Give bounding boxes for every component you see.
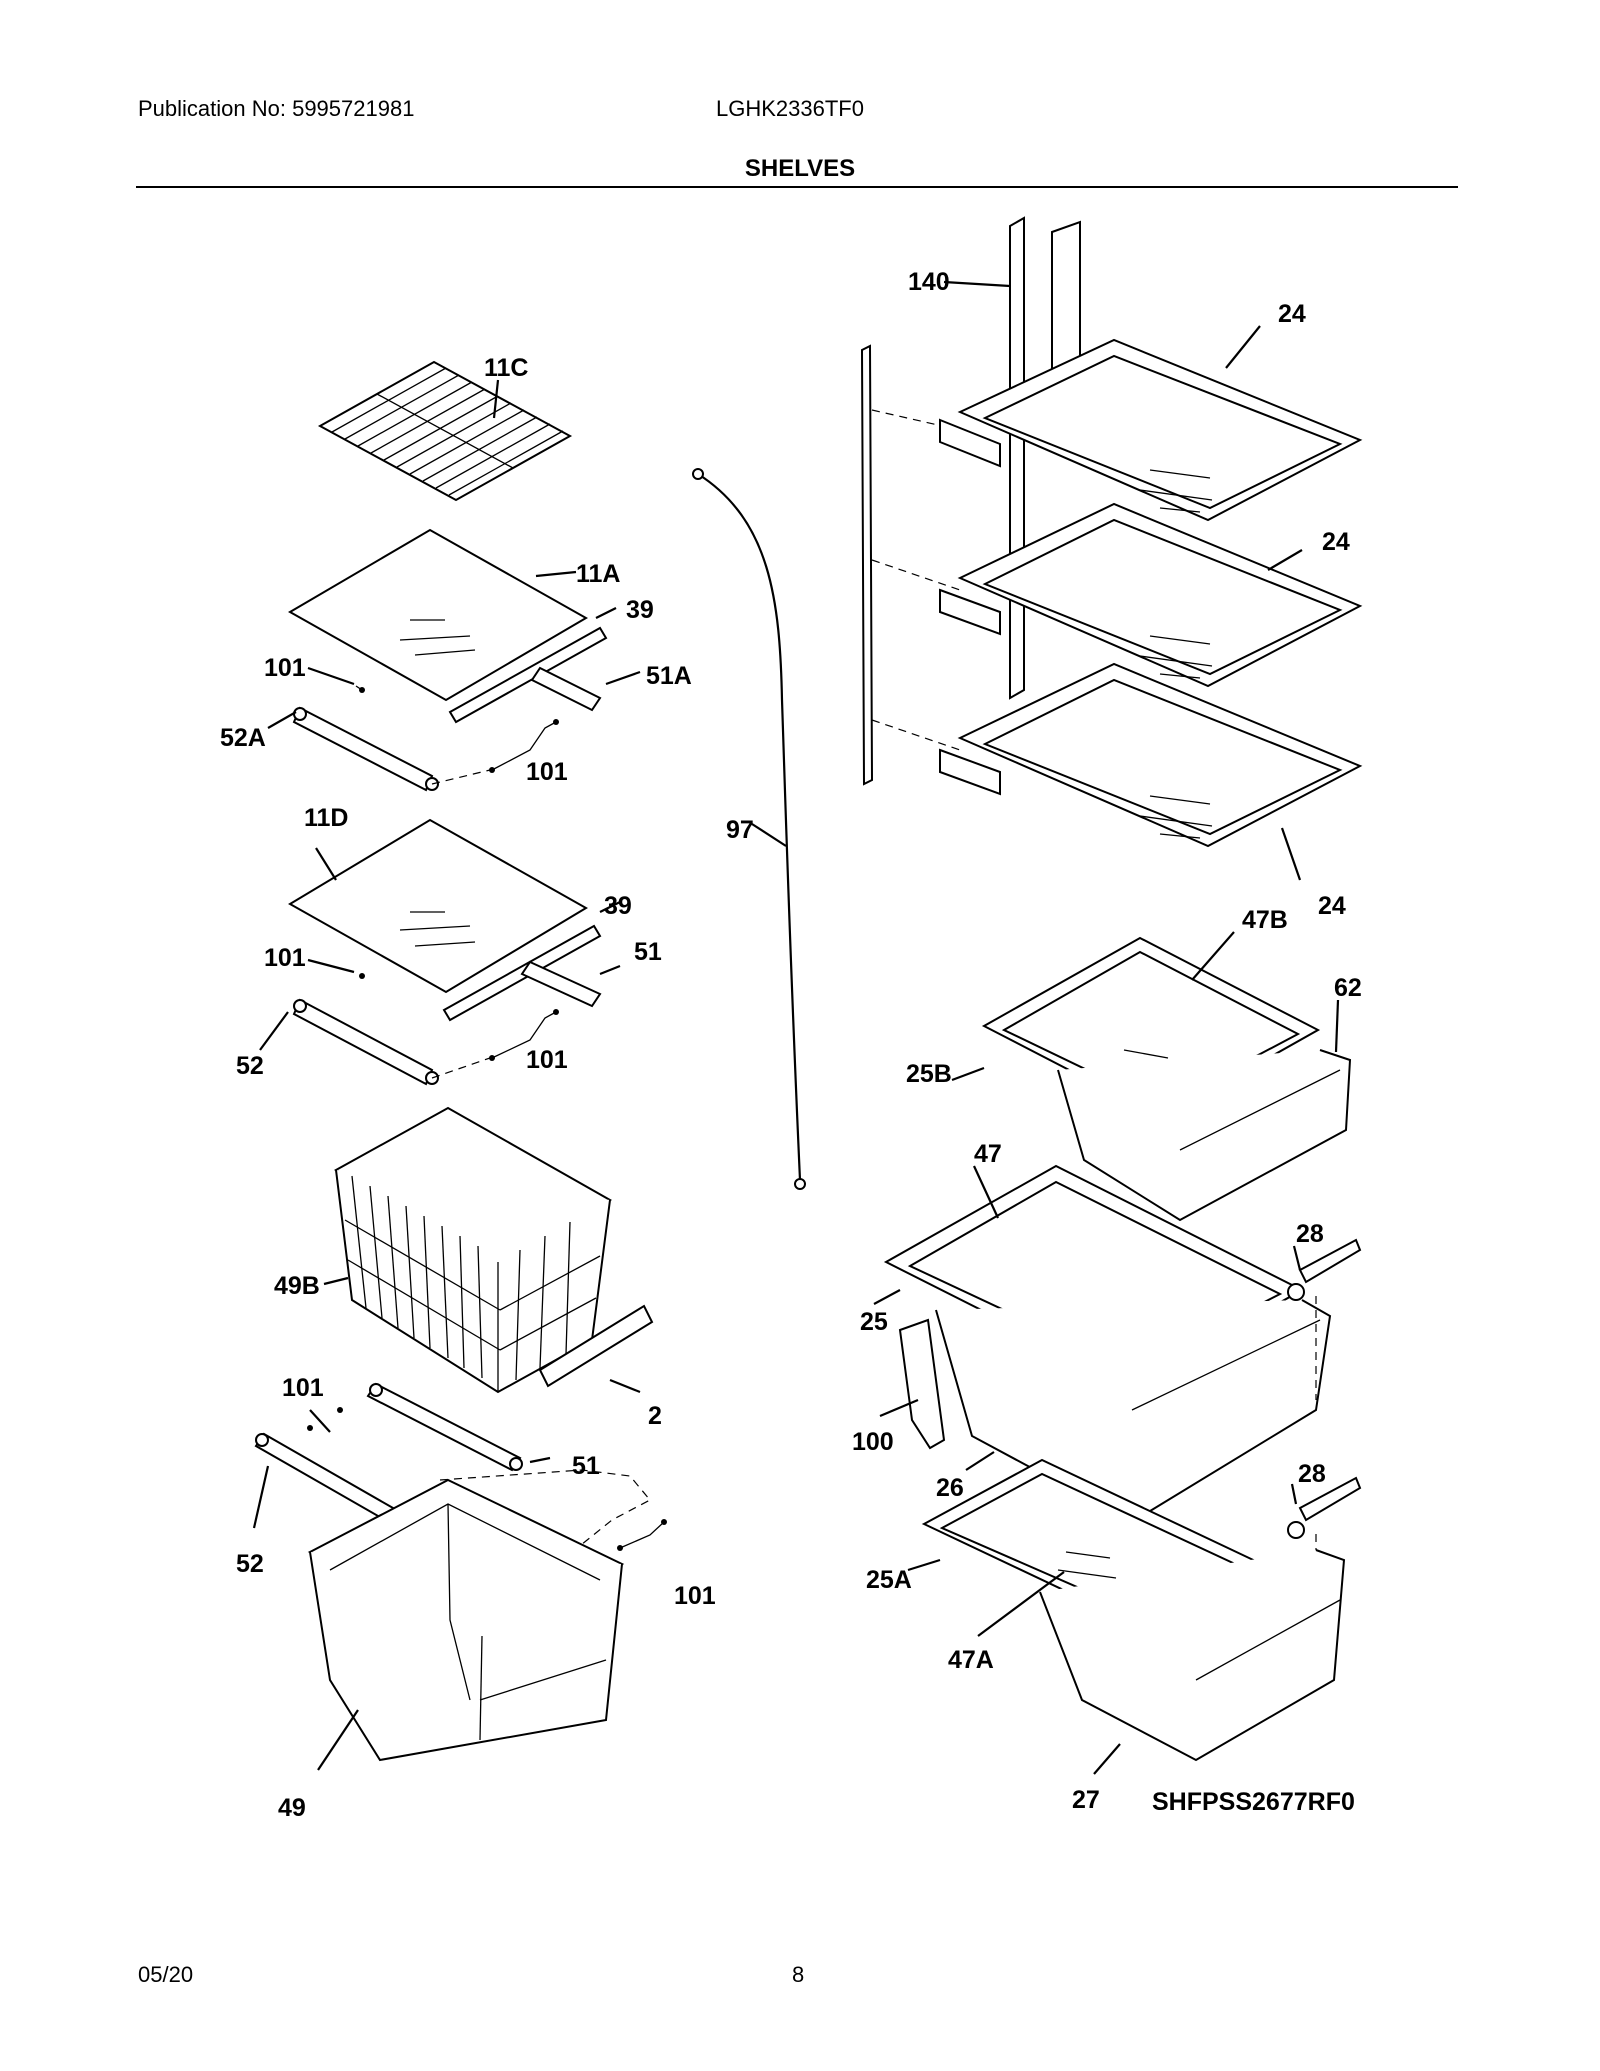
callout-101: 101 [674,1582,716,1610]
callout-11a: 11A [576,560,620,588]
callout-25b: 25B [906,1060,952,1088]
glass-shelf-11a [287,528,608,792]
callout-52: 52 [236,1052,264,1080]
callout-11c: 11C [484,354,528,382]
wire-rack-11c [317,360,573,502]
callout-27: 27 [1072,1786,1100,1814]
callout-28: 28 [1298,1460,1326,1488]
section-title: SHELVES [744,155,856,182]
callout-25: 25 [860,1308,888,1336]
freezer-bin-49 [307,1478,625,1762]
callout-62: 62 [1334,974,1362,1002]
callout-39: 39 [626,596,654,624]
callout-101: 101 [526,1046,568,1074]
callout-labels: 11C 11A 39 101 51A 52A 101 11D 39 51 101… [220,268,1362,1822]
callout-101: 101 [264,944,306,972]
callout-52: 52 [236,1550,264,1578]
callout-24: 24 [1278,300,1306,328]
callout-11d: 11D [304,804,348,832]
basket-trim-2 [538,1304,654,1388]
glass-shelf-11d [288,818,602,1086]
callout-97: 97 [726,816,754,844]
callout-100: 100 [852,1428,894,1456]
reference-code: SHFPSS2677RF0 [1152,1788,1355,1816]
callout-28: 28 [1296,1220,1324,1248]
callout-47b: 47B [1242,906,1288,934]
page-number: 8 [792,1962,805,1987]
callout-52a: 52A [220,724,266,752]
water-tube-97 [697,473,802,1181]
callout-2: 2 [648,1402,662,1430]
model-number: LGHK2336TF0 [716,96,864,121]
callout-24: 24 [1318,892,1346,920]
callout-51: 51 [634,938,662,966]
callout-24: 24 [1322,528,1350,556]
header-rule [136,186,1458,188]
bracket-100 [898,1318,946,1450]
callout-39: 39 [604,892,632,920]
callout-101: 101 [264,654,306,682]
crisper-cover-47a [921,1458,1346,1762]
glass-shelf-24-upper [939,338,1363,522]
wire-basket-49b [333,1106,613,1394]
callout-47a: 47A [948,1646,994,1674]
crisper-cover-47b [981,936,1352,1222]
callout-51: 51 [572,1452,600,1480]
publication-number: Publication No: 5995721981 [138,96,415,121]
callout-49: 49 [278,1794,306,1822]
callout-49b: 49B [274,1272,320,1300]
callout-47: 47 [974,1140,1002,1168]
glass-shelf-24-lower [939,662,1363,848]
bin-rails [254,1382,667,1587]
callout-51a: 51A [646,662,692,690]
callout-101: 101 [526,758,568,786]
callout-101: 101 [282,1374,324,1402]
crisper-cover-47 [883,1164,1332,1524]
callout-26: 26 [936,1474,964,1502]
glass-shelf-24-middle [939,502,1363,688]
footer-date: 05/20 [138,1962,194,1987]
callout-25a: 25A [866,1566,912,1594]
leader-lines [252,280,1340,1775]
callout-140: 140 [908,268,950,296]
